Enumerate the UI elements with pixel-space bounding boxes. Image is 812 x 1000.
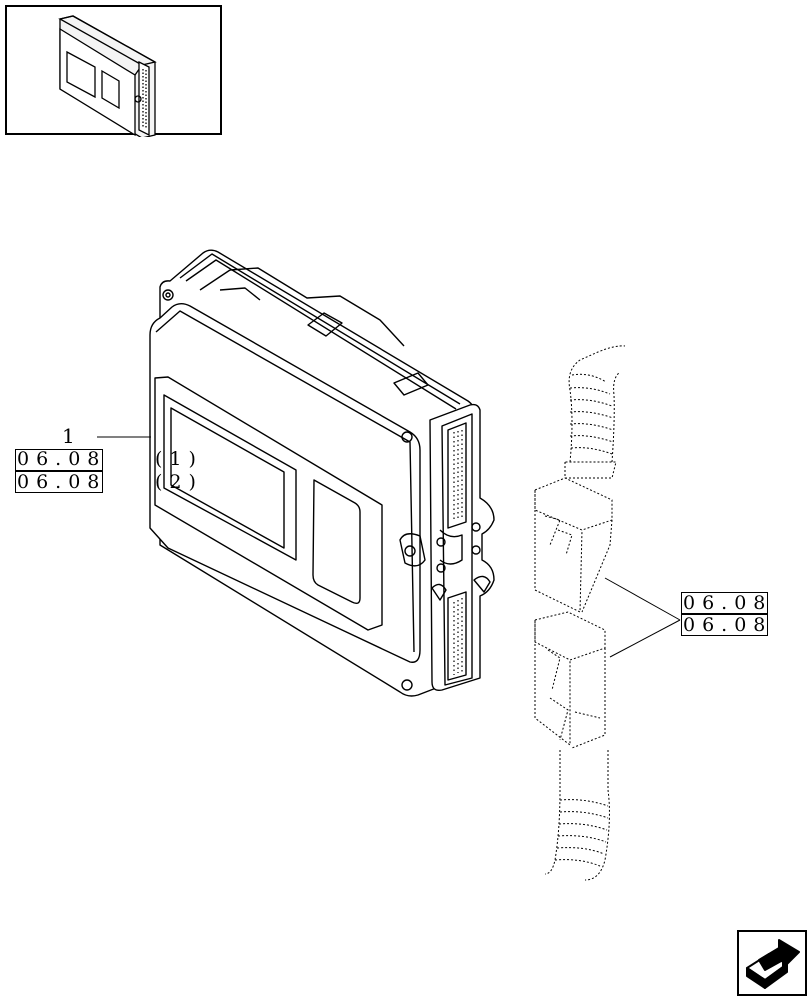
ref-box-left-1 — [15, 449, 103, 471]
ref-note-left-1: (1) — [155, 448, 203, 470]
wiring-harness — [534, 345, 626, 881]
ref-link-right-1[interactable]: 06.08 — [683, 592, 773, 614]
leader-line-right-upper — [604, 577, 681, 621]
ref-link-left-1[interactable]: 06.08 — [17, 448, 107, 470]
ref-box-right-1 — [681, 592, 768, 614]
ref-link-right-2[interactable]: 06.08 — [683, 614, 773, 636]
ref-box-right-2 — [681, 614, 768, 636]
ref-box-left-2 — [15, 471, 103, 493]
leader-line-right-lower — [609, 619, 681, 658]
thumbnail-frame — [5, 5, 222, 137]
ecu-thumbnail-icon — [58, 15, 157, 137]
ecu-label-plate — [154, 376, 383, 631]
part-number-label: 1 — [62, 424, 75, 448]
next-page-button[interactable] — [737, 930, 807, 996]
next-page-arrow-icon — [746, 939, 800, 989]
ref-note-left-2: (2) — [155, 471, 203, 493]
ref-link-left-2[interactable]: 06.08 — [17, 471, 107, 493]
